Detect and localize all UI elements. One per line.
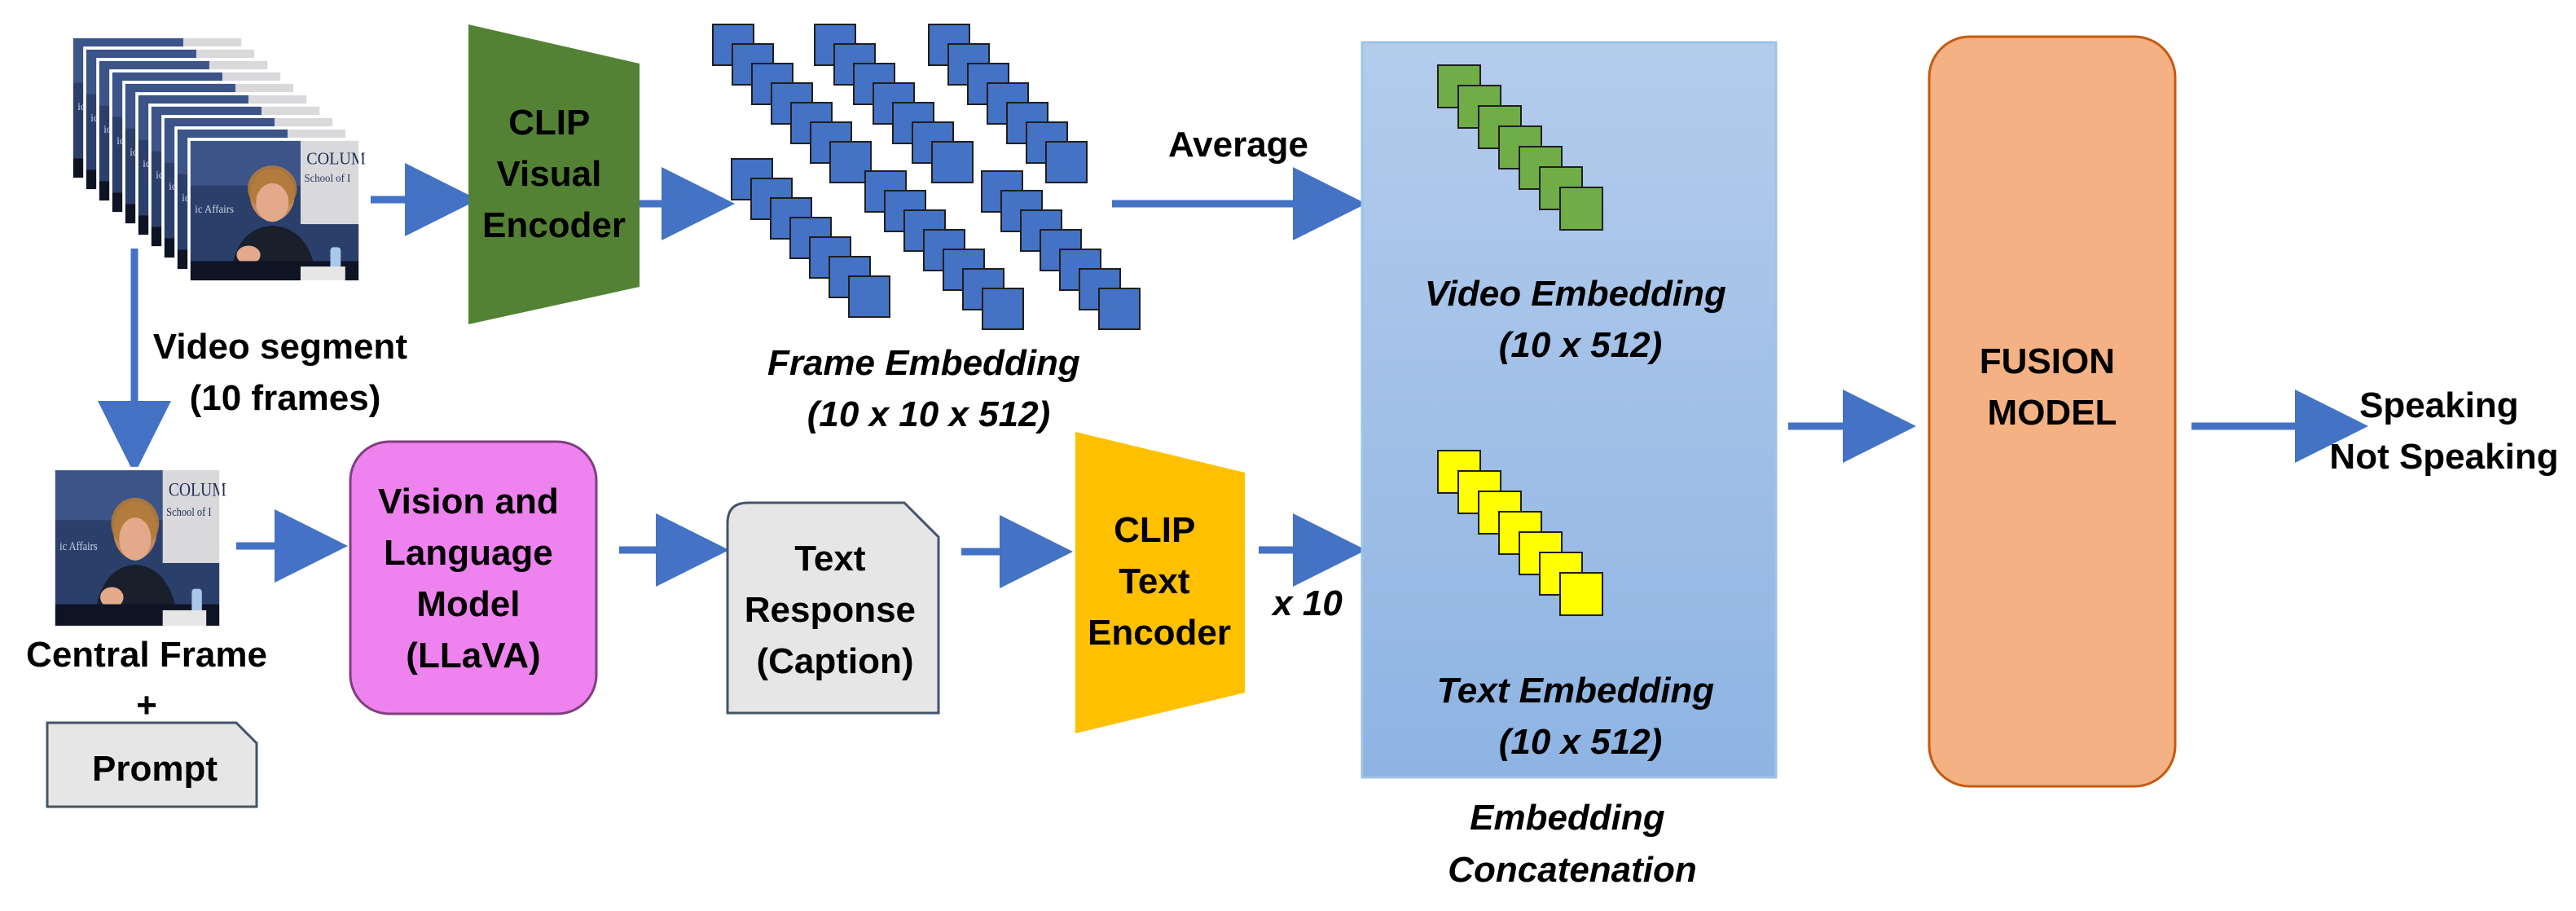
frame-embedding-square xyxy=(1045,141,1088,183)
svg-text:School of I: School of I xyxy=(305,172,351,184)
average-label: Average xyxy=(1168,125,1308,165)
svg-text:ic Affairs: ic Affairs xyxy=(59,539,98,552)
frame-embedding-square xyxy=(1098,288,1141,330)
prompt-box xyxy=(46,721,258,808)
plus-sign: + xyxy=(136,685,157,725)
clip-text-encoder-label: CLIP Text Encoder xyxy=(1088,510,1231,653)
fusion-model-label: FUSION MODEL xyxy=(1980,341,2125,433)
central-frame-photo: COLUM School of I ic Affairs xyxy=(52,466,226,630)
prompt-label: Prompt xyxy=(92,749,218,789)
svg-text:COLUM: COLUM xyxy=(169,479,226,500)
clip-text-encoder-shape xyxy=(1075,432,1245,733)
repeat-label: x 10 xyxy=(1271,583,1343,623)
fusion-model-box xyxy=(1928,35,2177,788)
embedding-concatenation-panel xyxy=(1361,41,1778,779)
frame-embedding-squares xyxy=(712,24,1141,330)
video-frame-stack: COLUM School of I ic AffairsCOLUM School of… xyxy=(70,35,366,284)
video-embedding-square xyxy=(1559,187,1603,231)
text-response-label: Text Response (Caption) xyxy=(745,539,926,681)
svg-text:ic Affairs: ic Affairs xyxy=(195,203,234,215)
text-embedding-squares xyxy=(1437,450,1603,616)
text-response-box xyxy=(726,501,940,715)
frame-embedding-square xyxy=(982,288,1024,330)
frame-embedding-square xyxy=(829,141,872,183)
clip-visual-encoder-shape xyxy=(468,24,640,324)
svg-text:COLUM: COLUM xyxy=(306,150,365,168)
svg-text:School of I: School of I xyxy=(166,505,212,518)
video-embedding-label: Video Embedding (10 x 512) xyxy=(1425,274,1736,365)
central-frame-image: COLUM School of I ic Affairs xyxy=(52,466,226,630)
frame-embedding-square xyxy=(848,275,890,318)
vlm-label: Vision and Language Model (LLaVA) xyxy=(378,482,569,676)
video-frame: COLUM School of I ic Affairs xyxy=(187,138,366,284)
frame-embedding-square xyxy=(931,141,974,183)
text-embedding-label: Text Embedding (10 x 512) xyxy=(1437,671,1725,762)
text-embedding-square xyxy=(1559,572,1603,616)
output-labels: Speaking Not Speaking xyxy=(2329,385,2558,477)
embedding-concatenation-label: Embedding Concatenation xyxy=(1448,798,1697,890)
frame-embedding-label: Frame Embedding (10 x 10 x 512) xyxy=(767,343,1090,434)
central-frame-label: Central Frame xyxy=(26,635,267,675)
clip-visual-encoder-label: CLIP Visual Encoder xyxy=(482,103,626,245)
video-segment-label: Video segment (10 frames) xyxy=(153,327,417,418)
vlm-box xyxy=(349,440,598,715)
video-embedding-squares xyxy=(1437,64,1603,231)
